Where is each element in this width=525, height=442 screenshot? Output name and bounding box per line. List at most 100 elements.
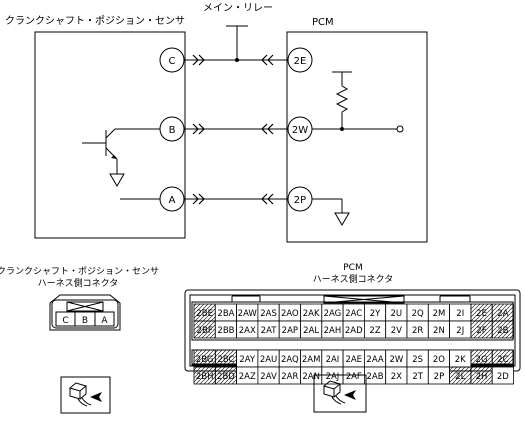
- pcm-pin-label: 2AN: [302, 372, 320, 382]
- pcm-connector-title-1: PCM: [343, 263, 362, 273]
- pcm-pin-label: 2AK: [303, 309, 320, 319]
- pcm-pin-label: 2BF: [197, 326, 213, 336]
- pcm-terminal-2p: 2P: [287, 186, 313, 212]
- pcm-pin-label: 2N: [433, 326, 445, 336]
- pcm-pin-label: 2BC: [217, 355, 234, 365]
- pcm-pin-label: 2AD: [345, 326, 363, 336]
- sensor-pin-c: C: [62, 316, 68, 326]
- svg-text:A: A: [169, 195, 176, 206]
- pcm-pin-label: 2AL: [303, 326, 319, 336]
- pcm-pin-label: 2AZ: [239, 372, 256, 382]
- relay-wire: [226, 25, 248, 62]
- pcm-pin-label: 2H: [476, 372, 488, 382]
- sensor-harness-connector: C B A: [49, 294, 121, 331]
- pcm-pin-label: 2L: [455, 372, 465, 382]
- pcm-pin-label: 2AB: [367, 372, 384, 382]
- svg-text:2W: 2W: [292, 125, 308, 136]
- pcm-pin-label: 2AY: [239, 355, 256, 365]
- pcm-pin-label: 2O: [433, 355, 445, 365]
- pcm-pin-label: 2AC: [345, 309, 362, 319]
- connector-view-icon: [60, 376, 111, 414]
- pcm-pin-label: 2AG: [324, 309, 342, 319]
- pcm-pin-label: 2A: [497, 309, 508, 319]
- pcm-terminal-2e: 2E: [287, 47, 313, 73]
- sensor-label: クランクシャフト・ポジション・センサ: [5, 15, 185, 27]
- pcm-pin-label: 2Y: [370, 309, 381, 319]
- relay-label: メイン・リレー: [203, 3, 273, 14]
- pcm-pin-label: 2AS: [260, 309, 277, 319]
- wire-a-2p: [184, 193, 288, 205]
- sensor-connector-title-1: クランクシャフト・ポジション・センサ: [0, 266, 159, 277]
- pcm-pin-label: 2BD: [217, 372, 235, 382]
- pcm-pin-label: 2AA: [366, 355, 383, 365]
- pcm-pin-label: 2AF: [346, 372, 362, 382]
- pcm-pin-label: 2AO: [281, 309, 299, 319]
- pcm-pin-label: 2Z: [369, 326, 380, 336]
- pcm-pin-label: 2G: [476, 355, 488, 365]
- pcm-pin-label: 2AJ: [326, 372, 340, 382]
- pcm-pin-label: 2I: [456, 309, 464, 319]
- pcm-pin-label: 2F: [476, 326, 486, 336]
- pcm-pin-label: 2P: [434, 372, 445, 382]
- pcm-pin-label: 2W: [389, 355, 403, 365]
- sensor-ground-icon: [109, 173, 125, 187]
- svg-text:C: C: [169, 56, 176, 67]
- pcm-connector-title-2: ハーネス側コネクタ: [313, 273, 394, 285]
- pcm-pin-label: 2AX: [239, 326, 256, 336]
- wire-b-2w: [184, 123, 288, 135]
- pcm-pullup-resistor: [332, 71, 352, 129]
- pcm-pin-label: 2B: [497, 326, 508, 336]
- pcm-pin-label: 2C: [497, 355, 508, 365]
- pcm-pin-label: 2BA: [217, 309, 234, 319]
- pcm-pin-cell: [491, 320, 514, 339]
- pcm-pin-label: 2AR: [281, 372, 298, 382]
- pcm-2w-output: [312, 125, 404, 133]
- pcm-pin-label: 2AH: [324, 326, 342, 336]
- sensor-pin-b: B: [82, 316, 88, 326]
- pcm-pin-label: 2AM: [302, 355, 321, 365]
- pcm-pin-label: 2X: [391, 372, 402, 382]
- pcm-pin-label: 2BH: [196, 372, 214, 382]
- pcm-pin-label: 2J: [456, 326, 464, 336]
- pcm-pin-label: 2D: [497, 372, 509, 382]
- pcm-box: [286, 31, 428, 243]
- pcm-pin-label: 2AE: [345, 355, 362, 365]
- svg-text:2E: 2E: [294, 56, 307, 67]
- pcm-pin-label: 2S: [412, 355, 423, 365]
- pcm-2p-ground: [312, 198, 350, 226]
- sensor-pin-a: A: [101, 316, 108, 326]
- pcm-pin-label: 2BG: [196, 355, 214, 365]
- pcm-pin-label: 2T: [412, 372, 423, 382]
- pcm-pin-label: 2E: [476, 309, 487, 319]
- pcm-pin-label: 2K: [455, 355, 466, 365]
- pcm-pin-label: 2AP: [282, 326, 298, 336]
- pcm-pin-label: 2BE: [196, 309, 213, 319]
- svg-text:2P: 2P: [294, 195, 306, 206]
- pcm-pin-label: 2AU: [260, 355, 277, 365]
- sensor-terminal-c: C: [159, 47, 185, 73]
- transistor-symbol: [82, 128, 160, 174]
- pcm-pin-label: 2AQ: [281, 355, 299, 365]
- svg-text:B: B: [169, 125, 176, 136]
- pcm-pin-label: 2AV: [260, 372, 277, 382]
- pcm-pin-cell: [491, 366, 514, 385]
- pcm-pin-label: 2M: [433, 309, 446, 319]
- pcm-label: PCM: [312, 17, 334, 28]
- pcm-pin-label: 2AI: [326, 355, 340, 365]
- pcm-pin-label: 2V: [391, 326, 402, 336]
- pcm-pin-label: 2AW: [238, 309, 258, 319]
- pcm-pin-label: 2AT: [261, 326, 278, 336]
- pcm-pin-label: 2U: [391, 309, 403, 319]
- sensor-terminal-b: B: [159, 116, 185, 142]
- pcm-pin-label: 2R: [412, 326, 423, 336]
- sensor-connector-title-2: ハーネス側コネクタ: [38, 277, 119, 289]
- pcm-terminal-2w: 2W: [287, 116, 313, 142]
- pcm-pin-label: 2BB: [217, 326, 234, 336]
- pcm-connector-view-icon: [313, 374, 367, 413]
- sensor-box: [34, 31, 186, 239]
- pcm-pin-label: 2Q: [412, 309, 424, 319]
